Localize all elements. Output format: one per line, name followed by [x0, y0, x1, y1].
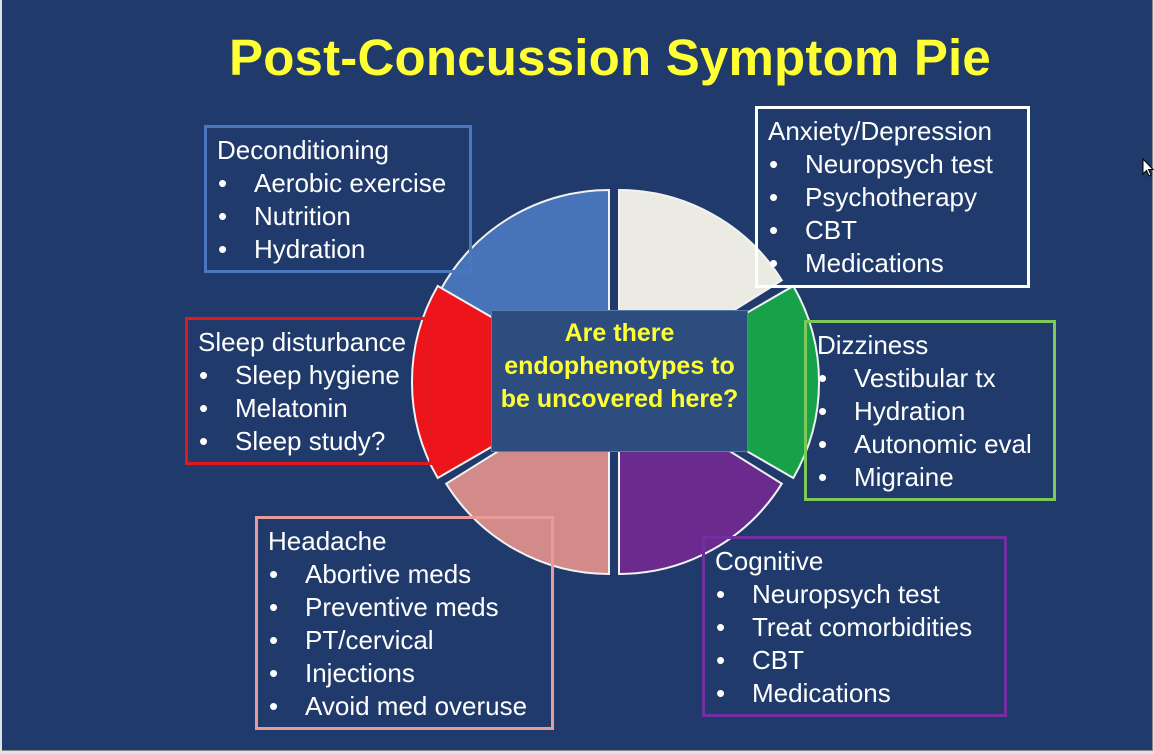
list-item: Medications — [768, 247, 1017, 280]
category-list: Neuropsych test Treat comorbidities CBT … — [715, 578, 994, 710]
list-item: CBT — [768, 214, 1017, 247]
category-list: Aerobic exercise Nutrition Hydration — [217, 167, 459, 266]
list-item: Autonomic eval — [817, 428, 1043, 461]
list-item: Migraine — [817, 461, 1043, 494]
list-item: Aerobic exercise — [217, 167, 459, 200]
category-box-dizziness: Dizziness Vestibular tx Hydration Autono… — [804, 320, 1056, 501]
category-list: Abortive meds Preventive meds PT/cervica… — [268, 558, 541, 723]
category-box-sleep: Sleep disturbance Sleep hygiene Melatoni… — [185, 317, 432, 465]
list-item: Neuropsych test — [768, 148, 1017, 181]
list-item: Hydration — [217, 233, 459, 266]
category-list: Vestibular tx Hydration Autonomic eval M… — [817, 362, 1043, 494]
category-box-headache: Headache Abortive meds Preventive meds P… — [255, 516, 554, 730]
center-question: Are there endophenotypes to be uncovered… — [491, 310, 748, 452]
list-item: Abortive meds — [268, 558, 541, 591]
category-list: Sleep hygiene Melatonin Sleep study? — [198, 359, 419, 458]
category-title: Dizziness — [817, 330, 929, 360]
list-item: Melatonin — [198, 392, 419, 425]
category-box-cognitive: Cognitive Neuropsych test Treat comorbid… — [702, 536, 1007, 717]
slide-title: Post-Concussion Symptom Pie — [228, 29, 991, 86]
list-item: Nutrition — [217, 200, 459, 233]
list-item: Medications — [715, 677, 994, 710]
category-box-anxiety: Anxiety/Depression Neuropsych test Psych… — [755, 106, 1030, 288]
category-title: Sleep disturbance — [198, 327, 407, 357]
list-item: Avoid med overuse — [268, 690, 541, 723]
list-item: Vestibular tx — [817, 362, 1043, 395]
category-title: Anxiety/Depression — [768, 116, 992, 146]
category-title: Deconditioning — [217, 135, 390, 165]
list-item: Sleep study? — [198, 425, 419, 458]
list-item: Injections — [268, 657, 541, 690]
list-item: Psychotherapy — [768, 181, 1017, 214]
category-list: Neuropsych test Psychotherapy CBT Medica… — [768, 148, 1017, 280]
category-box-deconditioning: Deconditioning Aerobic exercise Nutritio… — [204, 125, 472, 273]
list-item: PT/cervical — [268, 624, 541, 657]
list-item: Treat comorbidities — [715, 611, 994, 644]
mouse-cursor-icon — [1142, 158, 1154, 177]
list-item: Neuropsych test — [715, 578, 994, 611]
category-title: Cognitive — [715, 546, 824, 576]
list-item: CBT — [715, 644, 994, 677]
list-item: Preventive meds — [268, 591, 541, 624]
list-item: Sleep hygiene — [198, 359, 419, 392]
list-item: Hydration — [817, 395, 1043, 428]
category-title: Headache — [268, 526, 387, 556]
